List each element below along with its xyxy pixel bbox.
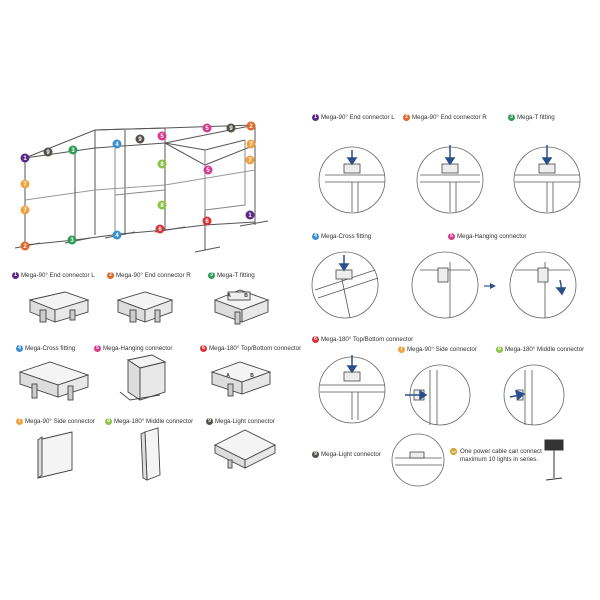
top-bottom-connector-part: [210, 361, 272, 397]
svg-text:7: 7: [23, 182, 27, 188]
svg-text:4: 4: [115, 233, 119, 239]
legend-middle-connector: 8 Mega-180° Middle connector: [105, 418, 193, 425]
light-stand-icon: [544, 439, 564, 481]
step-t-fitting: 3 Mega-T fitting: [508, 114, 555, 121]
step-end-connector-l: 1 Mega-90° End connector L: [312, 114, 395, 121]
cross-fitting-part: [18, 361, 90, 401]
svg-text:2: 2: [249, 124, 253, 130]
number-badge: 10: [450, 448, 457, 455]
part-letter: B: [250, 373, 254, 379]
light-connector-part: [213, 429, 277, 469]
legend-hanging-connector: 5 Mega-Hanging connector: [94, 345, 172, 352]
svg-text:8: 8: [160, 203, 164, 209]
power-note: 10 One power cable can connect maximum 1…: [450, 448, 542, 463]
svg-text:9: 9: [138, 137, 142, 143]
middle-connector-part: [140, 427, 161, 481]
svg-text:7: 7: [23, 208, 27, 214]
svg-text:3: 3: [70, 238, 74, 244]
legend-top-bottom-connector: 6 Mega-180° Top/Bottom connector: [200, 345, 301, 352]
step-hanging-connector: 5 Mega-Hanging connector: [448, 233, 526, 240]
hanging-connector-part: [119, 354, 167, 401]
legend-end-connector-l: 1 Mega-90° End connector L: [12, 272, 95, 279]
part-letter: A: [226, 373, 230, 379]
legend-cross-fitting: 4 Mega-Cross fitting: [16, 345, 75, 352]
legend-light-connector: 9 Mega-Light connector: [206, 418, 275, 425]
step-end-connector-r: 2 Mega-90° End connector R: [403, 114, 487, 121]
svg-text:9: 9: [229, 126, 233, 132]
svg-text:7: 7: [249, 142, 253, 148]
step-side-connector: 7 Mega-90° Side connector: [398, 346, 477, 353]
end-connector-l-part: [28, 291, 90, 323]
svg-text:1: 1: [248, 213, 252, 219]
svg-text:3: 3: [71, 148, 75, 154]
frame-badge: [20, 153, 30, 163]
part-letter: A: [227, 293, 231, 299]
number-badge: 1: [12, 272, 19, 279]
side-connector-part: [37, 431, 73, 479]
svg-text:5: 5: [160, 134, 164, 140]
svg-text:6: 6: [158, 227, 162, 233]
end-connector-r-part: [116, 291, 174, 323]
step-light-connector: 9 Mega-Light connector: [312, 451, 381, 458]
svg-text:9: 9: [46, 150, 50, 156]
svg-text:2: 2: [23, 244, 27, 250]
part-letter: B: [244, 293, 248, 299]
svg-text:1: 1: [23, 156, 27, 162]
svg-text:5: 5: [205, 126, 209, 132]
t-fitting-part: [213, 289, 270, 325]
svg-text:5: 5: [206, 168, 210, 174]
svg-text:8: 8: [160, 162, 164, 168]
svg-text:6: 6: [205, 219, 209, 225]
svg-text:7: 7: [248, 158, 252, 164]
legend-side-connector: 7 Mega-90° Side connector: [16, 418, 95, 425]
step-cross-fitting: 4 Mega-Cross fitting: [312, 233, 371, 240]
step-top-bottom-connector: 6 Mega-180° Top/Bottom connector: [312, 336, 413, 343]
svg-text:4: 4: [115, 142, 119, 148]
legend-end-connector-r: 2 Mega-90° End connector R: [107, 272, 191, 279]
step-middle-connector: 8 Mega-180° Middle connector: [496, 346, 584, 353]
legend-t-fitting: 3 Mega-T fitting: [208, 272, 255, 279]
